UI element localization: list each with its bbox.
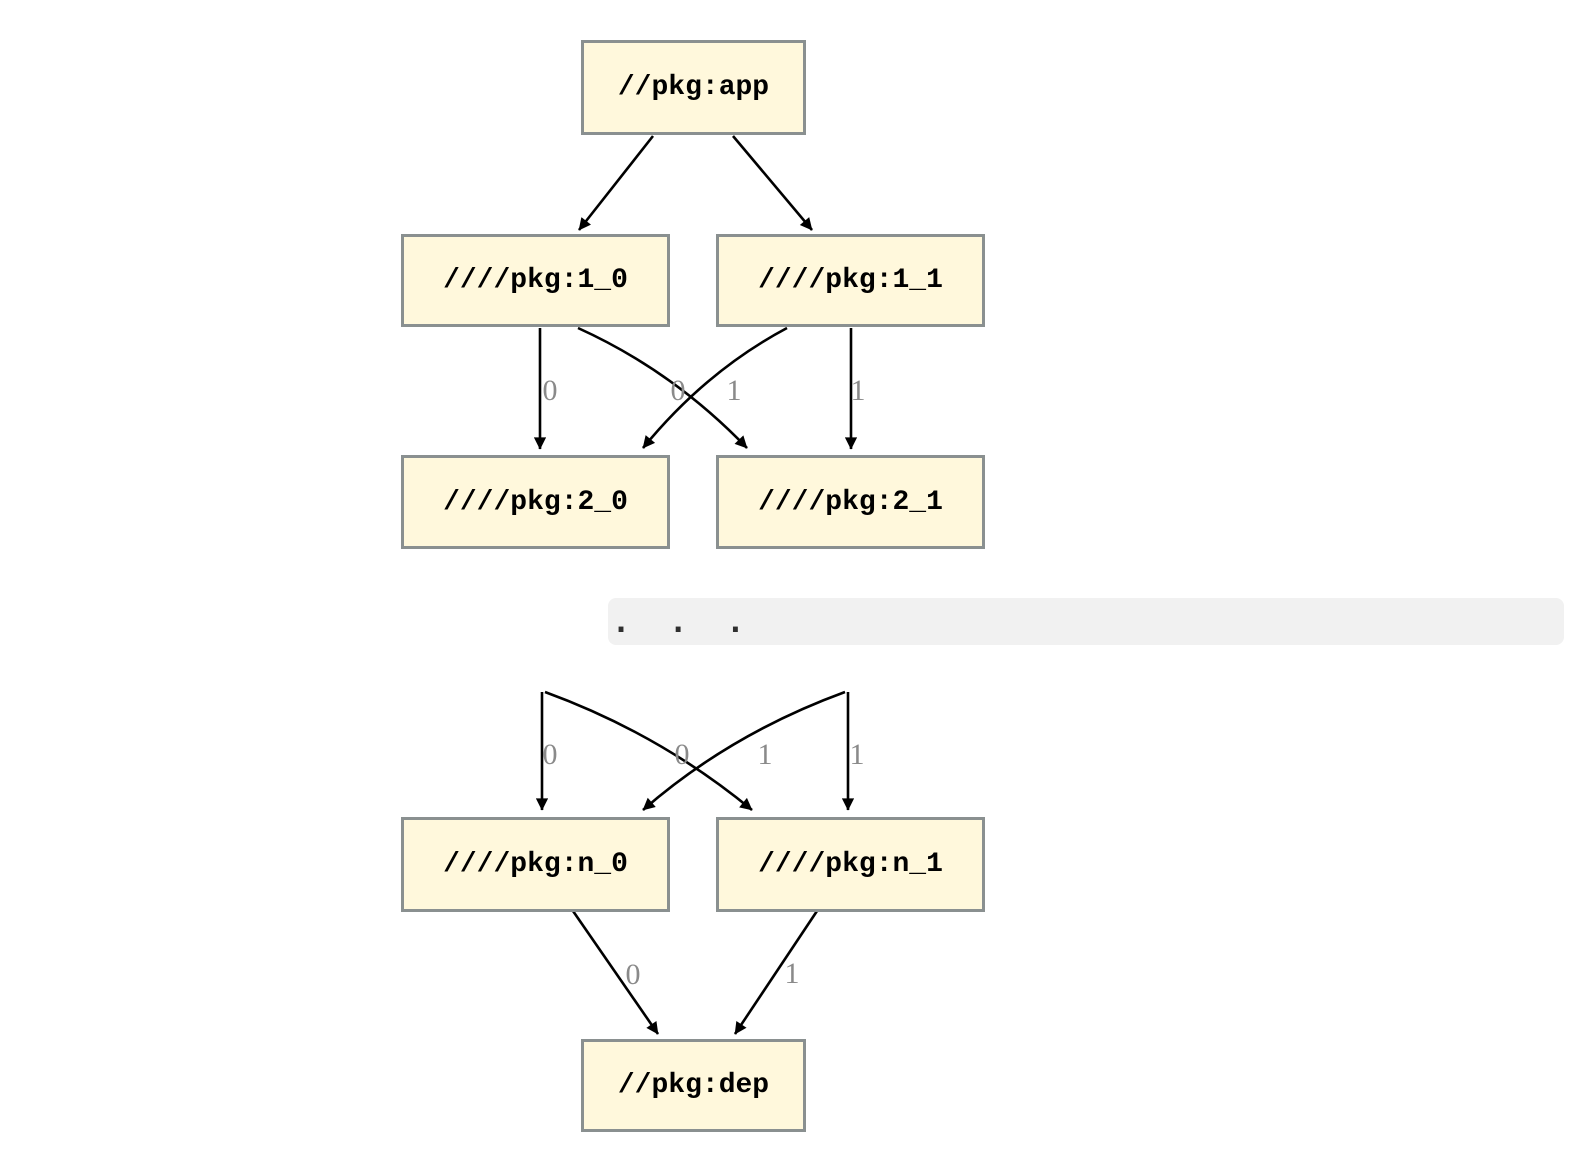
- edge-1-1-to-2-0: [641, 326, 788, 449]
- edge-n-0-to-dep: [571, 910, 660, 1035]
- edge-1-0-to-2-1: [577, 326, 748, 449]
- ellipsis-dots: . . .: [612, 605, 746, 640]
- edge-label: 0: [542, 374, 558, 407]
- node-pkg-1-1: ////pkg:1_1: [716, 234, 985, 327]
- edge-label: 0: [625, 958, 641, 991]
- node-label: ////pkg:1_1: [758, 265, 943, 296]
- node-pkg-dep: //pkg:dep: [581, 1039, 806, 1132]
- node-pkg-app: //pkg:app: [581, 40, 806, 135]
- edge-app-to-1-0: [577, 135, 655, 231]
- node-pkg-2-0: ////pkg:2_0: [401, 455, 670, 549]
- edge-label: 0: [670, 374, 686, 407]
- edge-label: 1: [850, 374, 866, 407]
- edge--n-1-1-to-n-0: [642, 690, 846, 811]
- node-label: ////pkg:1_0: [443, 265, 628, 296]
- edge-label: 0: [674, 738, 690, 771]
- node-pkg-2-1: ////pkg:2_1: [716, 455, 985, 549]
- edge-label: 0: [542, 738, 558, 771]
- edge-n-1-to-dep: [733, 910, 819, 1035]
- edge-label: 1: [726, 374, 742, 407]
- edge-label: 1: [784, 957, 800, 990]
- edge-label: 1: [849, 738, 865, 771]
- ellipsis-band: . . .: [608, 598, 1564, 645]
- node-label: ////pkg:n_1: [758, 849, 943, 880]
- edge-label: 1: [757, 738, 773, 771]
- node-pkg-n-1: ////pkg:n_1: [716, 817, 985, 912]
- node-label: //pkg:dep: [617, 1070, 770, 1101]
- edge-app-to-1-1: [732, 135, 813, 231]
- edge--n-1-0-to-n-1: [544, 690, 753, 812]
- node-label: ////pkg:2_1: [758, 486, 943, 518]
- node-pkg-1-0: ////pkg:1_0: [401, 234, 670, 327]
- node-label: ////pkg:n_0: [443, 849, 628, 880]
- node-label: ////pkg:2_0: [443, 486, 628, 518]
- node-label: //pkg:app: [617, 72, 770, 103]
- node-pkg-n-0: ////pkg:n_0: [401, 817, 670, 912]
